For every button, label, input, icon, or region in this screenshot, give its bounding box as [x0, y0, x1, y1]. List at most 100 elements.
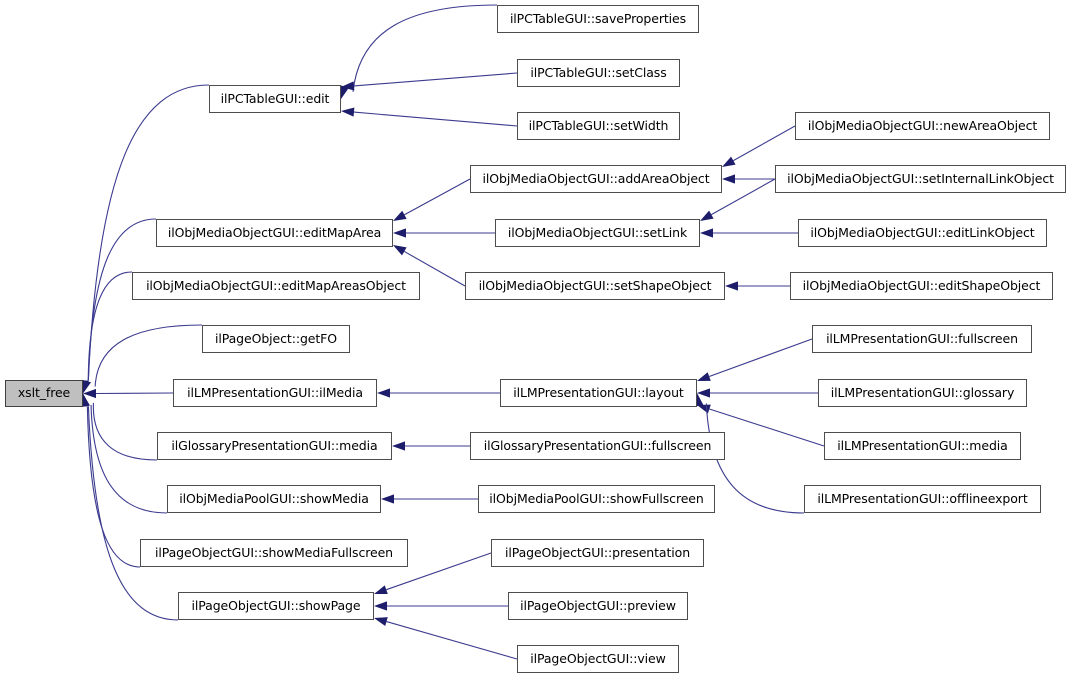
graph-edge-line: [87, 406, 179, 621]
graph-edge-arrowhead: [722, 174, 735, 184]
graph-node-label: ilPageObjectGUI::preview: [520, 597, 676, 613]
graph-node-setInternalLinkObject[interactable]: ilObjMediaObjectGUI::setInternalLinkObje…: [775, 165, 1066, 193]
graph-edge-arrowhead: [393, 228, 406, 238]
graph-node-label: ilObjMediaObjectGUI::setShapeObject: [478, 277, 712, 293]
graph-node-label: ilPageObjectGUI::view: [530, 650, 666, 666]
graph-node-editMapAreasObject[interactable]: ilObjMediaObjectGUI::editMapAreasObject: [132, 272, 420, 300]
graph-node-label: ilObjMediaObjectGUI::addAreaObject: [482, 170, 710, 186]
graph-edge-line: [709, 408, 825, 447]
graph-node-setWidth[interactable]: ilPCTableGUI::setWidth: [517, 112, 680, 140]
graph-node-setClass[interactable]: ilPCTableGUI::setClass: [517, 59, 680, 87]
graph-edge-arrowhead: [722, 156, 736, 167]
graph-node-label: ilLMPresentationGUI::fullscreen: [826, 330, 1018, 346]
graph-node-label: ilObjMediaObjectGUI::newAreaObject: [807, 117, 1038, 133]
graph-node-glossaryFullscreen[interactable]: ilGlossaryPresentationGUI::fullscreen: [470, 432, 725, 460]
graph-node-showFullscreen[interactable]: ilObjMediaPoolGUI::showFullscreen: [478, 485, 715, 513]
graph-edge-line: [87, 271, 133, 381]
graph-node-label: ilPageObjectGUI::showPage: [191, 597, 361, 613]
graph-edge-line: [705, 403, 805, 514]
graph-node-saveProperties[interactable]: ilPCTableGUI::saveProperties: [497, 5, 699, 33]
graph-node-editMapArea[interactable]: ilObjMediaObjectGUI::editMapArea: [156, 219, 393, 247]
graph-edge-line: [709, 338, 813, 378]
graph-node-label: ilLMPresentationGUI::offlineexport: [817, 490, 1028, 506]
graph-node-getFO[interactable]: ilPageObject::getFO: [202, 325, 350, 353]
graph-edge-line: [733, 125, 796, 162]
graph-node-showMedia[interactable]: ilObjMediaPoolGUI::showMedia: [167, 485, 381, 513]
graph-edge-arrowhead: [700, 210, 714, 221]
graph-edge-arrowhead: [725, 281, 738, 291]
graph-edge-arrowhead: [82, 379, 92, 394]
graph-node-edit[interactable]: ilPCTableGUI::edit: [209, 85, 341, 113]
graph-edge-arrowhead: [697, 404, 711, 414]
graph-node-label: ilPageObjectGUI::presentation: [504, 544, 691, 560]
graph-node-presentation[interactable]: ilPageObjectGUI::presentation: [491, 539, 704, 567]
graph-edge-arrowhead: [697, 372, 711, 381]
graph-node-showMediaFullscreen[interactable]: ilPageObjectGUI::showMediaFullscreen: [140, 539, 408, 567]
graph-node-label: ilLMPresentationGUI::ilMedia: [187, 384, 363, 400]
graph-edge-line: [386, 552, 492, 591]
graph-node-label: ilPCTableGUI::setClass: [530, 64, 667, 80]
graph-node-label: ilObjMediaObjectGUI::setLink: [507, 224, 688, 240]
graph-node-label: ilGlossaryPresentationGUI::media: [171, 437, 378, 453]
graph-edge-arrowhead: [700, 228, 713, 238]
graph-node-preview[interactable]: ilPageObjectGUI::preview: [508, 592, 688, 620]
graph-edge-line: [95, 392, 174, 395]
graph-node-editLinkObject[interactable]: ilObjMediaObjectGUI::editLinkObject: [798, 219, 1047, 247]
graph-edge-line: [711, 178, 776, 216]
graph-edge-arrowhead: [697, 388, 710, 398]
graph-edge-line: [87, 84, 210, 381]
graph-node-setShapeObject[interactable]: ilObjMediaObjectGUI::setShapeObject: [465, 272, 725, 300]
graph-node-label: xslt_free: [17, 385, 71, 401]
graph-node-label: ilPCTableGUI::edit: [220, 90, 330, 106]
graph-edge-line: [353, 72, 518, 87]
graph-edge-line: [92, 402, 158, 461]
graph-node-glossaryMedia[interactable]: ilGlossaryPresentationGUI::media: [157, 432, 392, 460]
graph-edge-arrowhead: [392, 441, 405, 451]
graph-edge-arrowhead: [381, 494, 394, 504]
graph-node-label: ilPCTableGUI::setWidth: [528, 117, 669, 133]
graph-node-label: ilPCTableGUI::saveProperties: [509, 10, 687, 26]
graph-edge-line: [90, 404, 168, 514]
graph-node-lmGlossary[interactable]: ilLMPresentationGUI::glossary: [818, 379, 1027, 407]
graph-node-label: ilObjMediaPoolGUI::showFullscreen: [489, 490, 704, 506]
graph-node-addAreaObject[interactable]: ilObjMediaObjectGUI::addAreaObject: [470, 165, 722, 193]
graph-node-label: ilLMPresentationGUI::layout: [513, 384, 684, 400]
graph-node-label: ilObjMediaObjectGUI::editShapeObject: [802, 277, 1041, 293]
graph-edge-arrowhead: [374, 585, 388, 595]
graph-node-label: ilGlossaryPresentationGUI::fullscreen: [483, 437, 712, 453]
graph-edge-arrowhead: [393, 210, 407, 221]
graph-edge-arrowhead: [341, 81, 355, 91]
graph-edge-arrowhead: [374, 617, 388, 627]
graph-edge-line: [404, 250, 466, 287]
graph-node-label: ilPageObjectGUI::showMediaFullscreen: [154, 544, 394, 560]
graph-edge-arrowhead: [83, 388, 96, 399]
graph-node-label: ilPageObject::getFO: [215, 330, 337, 346]
graph-edge-arrowhead: [340, 85, 349, 99]
graph-edge-arrowhead: [393, 245, 407, 256]
graph-edge-line: [94, 324, 203, 387]
graph-node-newAreaObject[interactable]: ilObjMediaObjectGUI::newAreaObject: [795, 112, 1050, 140]
graph-node-label: ilObjMediaPoolGUI::showMedia: [179, 490, 369, 506]
graph-node-editShapeObject[interactable]: ilObjMediaObjectGUI::editShapeObject: [790, 272, 1053, 300]
graph-node-layout[interactable]: ilLMPresentationGUI::layout: [500, 379, 697, 407]
graph-node-label: ilObjMediaObjectGUI::editMapArea: [167, 224, 382, 240]
graph-edge-line: [386, 621, 518, 660]
graph-node-label: ilLMPresentationGUI::media: [837, 437, 1008, 453]
graph-node-label: ilLMPresentationGUI::glossary: [830, 384, 1015, 400]
graph-node-setLink[interactable]: ilObjMediaObjectGUI::setLink: [495, 219, 700, 247]
graph-edge-line: [353, 111, 518, 127]
graph-edge-arrowhead: [374, 601, 387, 611]
graph-node-ilMedia[interactable]: ilLMPresentationGUI::ilMedia: [173, 379, 377, 407]
graph-edge-arrowhead: [341, 107, 355, 117]
graph-node-xslt_free[interactable]: xslt_free: [5, 380, 83, 407]
graph-edge-arrowhead: [377, 388, 390, 398]
graph-edge-line: [404, 178, 471, 216]
graph-node-lmMedia[interactable]: ilLMPresentationGUI::media: [824, 432, 1021, 460]
graph-node-showPage[interactable]: ilPageObjectGUI::showPage: [178, 592, 374, 620]
graph-node-lmFullscreen[interactable]: ilLMPresentationGUI::fullscreen: [812, 325, 1032, 353]
graph-node-label: ilObjMediaObjectGUI::setInternalLinkObje…: [787, 170, 1054, 186]
graph-node-view[interactable]: ilPageObjectGUI::view: [517, 645, 679, 673]
graph-node-lmOfflineexport[interactable]: ilLMPresentationGUI::offlineexport: [804, 485, 1041, 513]
